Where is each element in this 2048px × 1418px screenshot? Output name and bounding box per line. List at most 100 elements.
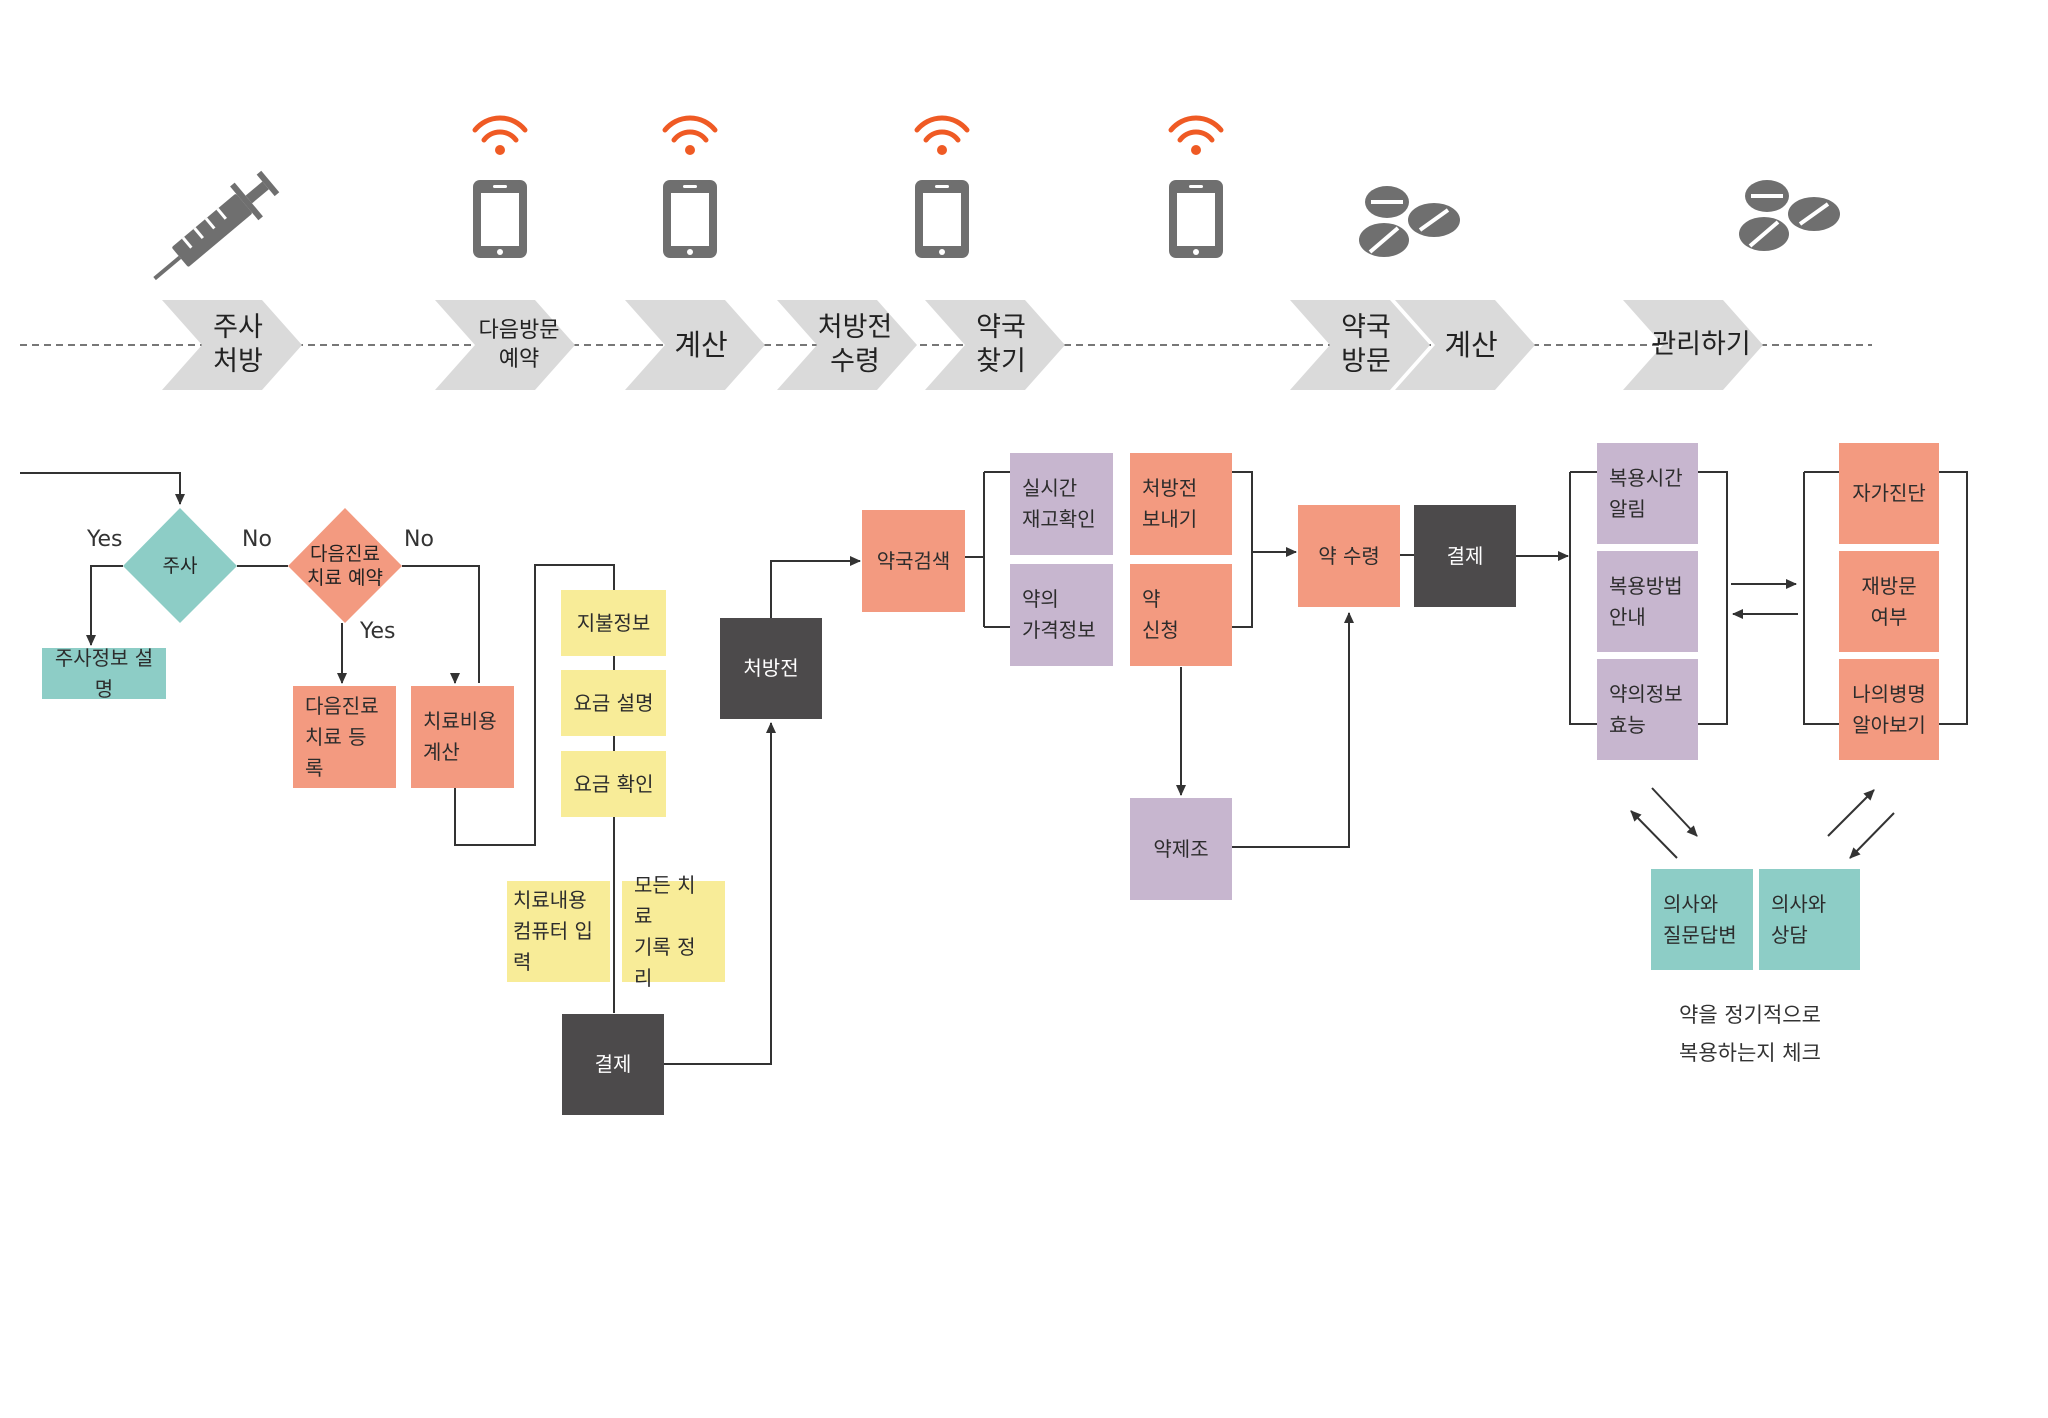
- chevron-step: [1395, 300, 1535, 390]
- check-note-line2: 복용하는지 체크: [1679, 1041, 1821, 1065]
- step-visit-pharmacy: 약국 방문: [1320, 300, 1412, 390]
- chevron-step: [625, 300, 765, 390]
- pharmacy-search-box: 약국검색: [862, 510, 965, 612]
- treatment-input-note: 치료내용 컴퓨터 입력: [507, 881, 610, 982]
- step-injection-line2: 처방: [213, 346, 263, 377]
- chevron-step: [777, 300, 917, 390]
- dose-method-line2: 안내: [1609, 604, 1646, 629]
- decision-next-line1: 다음진료: [310, 543, 380, 565]
- step-next-visit: 다음방문 예약: [467, 300, 571, 390]
- fee-explain-note: 요금 설명: [561, 670, 666, 736]
- dose-method-line1: 복용방법: [1609, 573, 1683, 598]
- wifi-icon: [475, 118, 525, 155]
- doctor-qa-line2: 질문답변: [1663, 922, 1737, 947]
- dose-time-line1: 복용시간: [1609, 465, 1683, 490]
- payment-2-text: 결제: [1446, 543, 1484, 568]
- drug-receive-box: 약 수령: [1298, 505, 1400, 607]
- step-prescription-receive-line1: 처방전: [817, 312, 893, 343]
- chevron-step: [162, 300, 302, 390]
- realtime-stock-box: 실시간 재고확인: [1010, 453, 1113, 555]
- drug-request-line2: 신청: [1142, 618, 1179, 642]
- payment-box-1: 결제: [562, 1014, 664, 1115]
- fee-confirm-note: 요금 확인: [561, 751, 666, 817]
- my-disease-box: 나의병명 알아보기: [1839, 659, 1939, 760]
- step-visit-pharmacy-line1: 약국: [1341, 312, 1391, 343]
- dose-time-box: 복용시간 알림: [1597, 443, 1698, 544]
- step-manage-line1: 관리하기: [1651, 329, 1751, 360]
- decision-next-line2: 치료 예약: [307, 567, 383, 589]
- payment-info-text: 지불정보: [576, 610, 651, 635]
- step-next-visit-line2: 예약: [498, 347, 540, 372]
- connectors: [20, 471, 1968, 1065]
- payment-box-2: 결제: [1414, 505, 1516, 607]
- step-manage: 관리하기: [1641, 300, 1761, 390]
- treatment-cost-line2: 계산: [423, 740, 460, 764]
- injection-info-text: 주사정보 설명: [54, 645, 154, 701]
- send-prescription-line2: 보내기: [1142, 507, 1198, 531]
- wifi-icon: [1171, 118, 1221, 155]
- record-organize-line1: 모든 치료: [634, 872, 696, 928]
- next-register-line1: 다음진료: [305, 693, 379, 718]
- chevron-step: [925, 300, 1065, 390]
- step-visit-pharmacy-line2: 방문: [1341, 346, 1391, 377]
- drug-info-line1: 약의정보: [1609, 681, 1683, 706]
- phone-icon: [1169, 180, 1223, 258]
- prescription-text: 처방전: [743, 656, 799, 680]
- label-yes-down: Yes: [360, 619, 396, 644]
- step-injection: 주사 처방: [192, 300, 284, 390]
- step-find-pharmacy-line1: 약국: [976, 312, 1026, 343]
- step-payment-1-line1: 계산: [674, 328, 728, 362]
- pills-icon: [1737, 178, 1842, 253]
- record-organize-line2: 기록 정리: [634, 934, 696, 990]
- phone-icon: [663, 180, 717, 258]
- decision-next-shape: [288, 508, 402, 623]
- doctor-consult-box: 의사와 상담: [1759, 869, 1860, 970]
- revisit-line2: 여부: [1870, 604, 1908, 629]
- chevron-step: [435, 300, 575, 390]
- fee-confirm-text: 요금 확인: [573, 771, 654, 796]
- realtime-stock-line1: 실시간: [1022, 476, 1078, 500]
- check-note: 약을 정기적으로 복용하는지 체크: [1640, 996, 1860, 1072]
- doctor-consult-line1: 의사와: [1771, 891, 1827, 916]
- drug-price-line2: 가격정보: [1022, 618, 1096, 642]
- step-injection-line1: 주사: [213, 312, 263, 343]
- fee-explain-text: 요금 설명: [573, 690, 654, 715]
- step-payment-1: 계산: [655, 300, 747, 390]
- wifi-icon: [917, 118, 967, 155]
- payment-info-note: 지불정보: [561, 590, 666, 656]
- doctor-qa-line1: 의사와: [1663, 891, 1719, 916]
- step-next-visit-line1: 다음방문: [478, 318, 560, 343]
- realtime-stock-line2: 재고확인: [1022, 507, 1096, 531]
- phone-icon: [915, 180, 969, 258]
- drug-receive-text: 약 수령: [1318, 543, 1380, 568]
- step-prescription-receive: 처방전 수령: [809, 300, 901, 390]
- treatment-cost-line1: 치료비용: [423, 709, 497, 733]
- step-payment-2: 계산: [1425, 300, 1517, 390]
- label-no-2: No: [404, 527, 434, 552]
- treatment-input-line2: 컴퓨터 입력: [513, 919, 593, 974]
- pharmacy-search-text: 약국검색: [876, 548, 951, 573]
- wifi-icon: [665, 118, 715, 155]
- dispensing-text: 약제조: [1153, 836, 1209, 861]
- check-note-line1: 약을 정기적으로: [1679, 1003, 1821, 1027]
- next-register-box: 다음진료 치료 등록: [293, 686, 396, 788]
- label-yes-left: Yes: [87, 527, 123, 552]
- record-organize-note: 모든 치료 기록 정리: [622, 873, 725, 990]
- doctor-qa-box: 의사와 질문답변: [1651, 869, 1753, 970]
- self-diagnosis-text: 자가진단: [1852, 481, 1926, 505]
- step-prescription-receive-line2: 수령: [830, 346, 880, 377]
- decision-next-visit: 다음진료 치료 예약: [292, 538, 398, 594]
- my-disease-line1: 나의병명: [1852, 681, 1926, 706]
- drug-request-line1: 약: [1142, 587, 1161, 611]
- chevron-step: [1290, 300, 1430, 390]
- phone-icon: [473, 180, 527, 258]
- self-diagnosis-box: 자가진단: [1839, 443, 1939, 544]
- syringe-icon: [153, 170, 280, 281]
- dispensing-box: 약제조: [1130, 798, 1232, 900]
- decision-injection-shape: [123, 508, 237, 623]
- pills-icon: [1357, 184, 1462, 259]
- label-no-1: No: [242, 527, 272, 552]
- drug-info-line2: 효능: [1609, 712, 1646, 737]
